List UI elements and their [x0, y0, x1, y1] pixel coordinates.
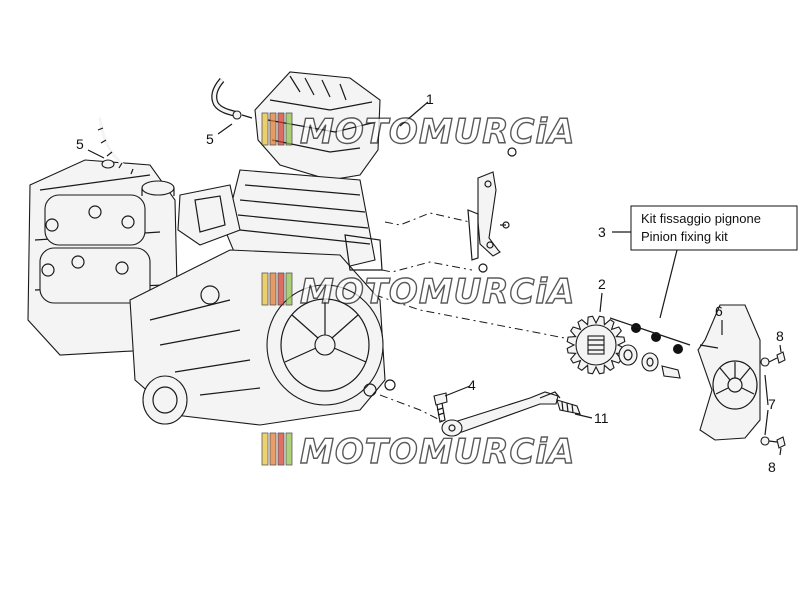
kit-label-italian: Kit fissaggio pignone [641, 211, 761, 226]
watermark-bottom: MOTOMURCiA [261, 431, 575, 473]
breather-hose-left [97, 117, 143, 175]
sprocket [566, 315, 626, 375]
assembly-line-middle [381, 261, 473, 273]
callout-2: 2 [598, 276, 606, 292]
watermark-color-bar [261, 432, 269, 466]
engine-assembly [27, 71, 396, 426]
callout-6: 6 [715, 303, 723, 319]
watermark-text: MOTOMURCiA [300, 432, 575, 472]
breather-hose-right [211, 78, 253, 120]
callout-7: 7 [768, 396, 776, 412]
watermark-color-bar [277, 272, 285, 306]
sprocket-cover [697, 304, 761, 441]
kit-label-english: Pinion fixing kit [641, 229, 728, 244]
callout-8-lower: 8 [768, 459, 776, 475]
watermark-color-bar [285, 112, 293, 146]
leader-lines [87, 101, 782, 456]
assembly-line-upper [384, 212, 471, 226]
kit-label-box: Kit fissaggio pignone Pinion fixing kit [612, 205, 798, 319]
watermark-text: MOTOMURCiA [300, 112, 575, 152]
callout-1: 1 [426, 91, 434, 107]
lever-bolt [433, 392, 448, 423]
callout-numbers: 1 2 3 4 5 5 6 7 8 8 11 [76, 91, 784, 475]
watermark-middle: MOTOMURCiA [261, 271, 575, 313]
watermark-color-bar [277, 432, 285, 466]
chain-guide-bracket [467, 147, 517, 273]
watermark-color-bar [277, 112, 285, 146]
watermark-text: MOTOMURCiA [300, 272, 575, 312]
watermark-color-bar [269, 432, 277, 466]
callout-4: 4 [468, 377, 476, 393]
watermark-color-bar [285, 432, 293, 466]
fixing-kit-parts [609, 317, 691, 379]
watermark-color-bar [261, 112, 269, 146]
cover-screws [760, 351, 786, 449]
callout-11: 11 [594, 410, 609, 426]
watermark-color-bar [269, 272, 277, 306]
shift-rubber [556, 399, 581, 415]
watermark-color-bar [261, 272, 269, 306]
callout-8-upper: 8 [776, 328, 784, 344]
callout-5-upper: 5 [206, 131, 214, 147]
assembly-line-shaft [379, 394, 451, 426]
watermark-color-bar [269, 112, 277, 146]
callout-5-left: 5 [76, 136, 84, 152]
watermark-top: MOTOMURCiA [261, 111, 575, 153]
callout-3: 3 [598, 224, 606, 240]
watermark-color-bar [285, 272, 293, 306]
gear-shift-lever [441, 391, 561, 437]
